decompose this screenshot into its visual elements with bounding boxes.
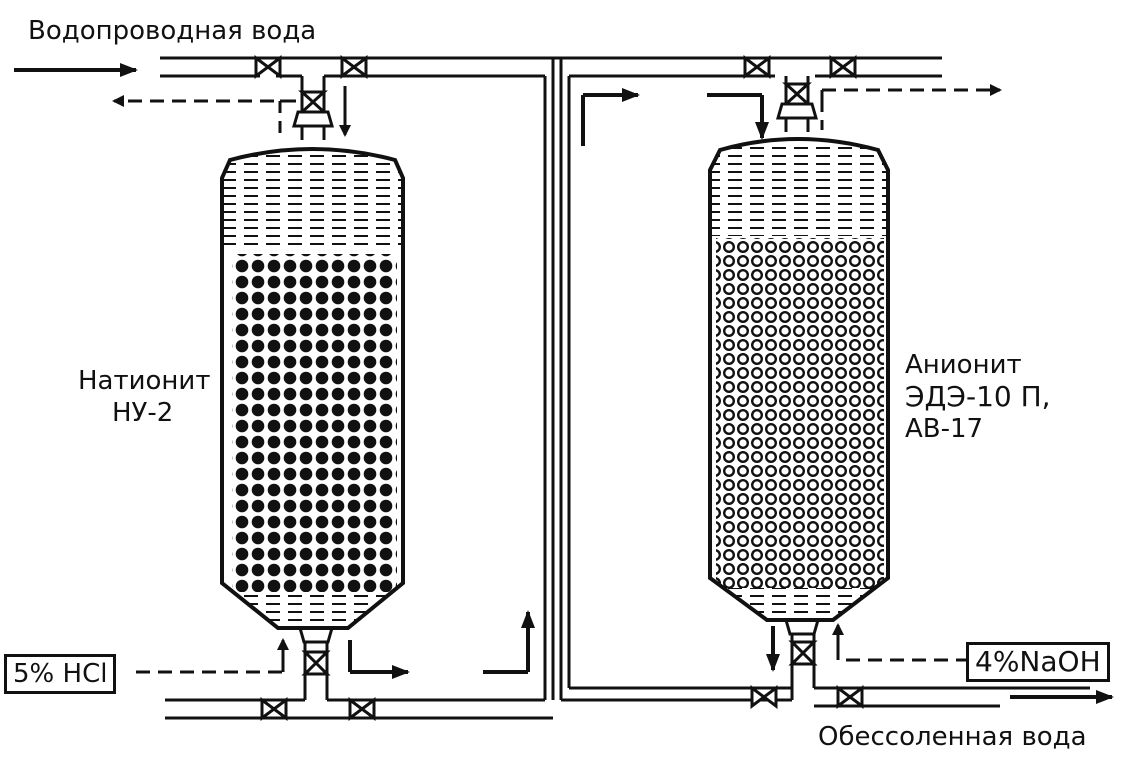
valve-bottom-left-2[interactable] — [348, 697, 376, 721]
cationite-label-line1: Натионит — [78, 366, 211, 396]
anionite-label-line2: ЭДЭ-10 П, — [905, 380, 1051, 413]
cationite-label-line2: НУ-2 — [112, 398, 174, 428]
tap-water-label: Водопроводная вода — [28, 16, 317, 46]
anionite-label-line3: АВ-17 — [905, 414, 984, 444]
valve-left-column-bottom[interactable] — [301, 650, 331, 676]
valves — [254, 55, 864, 721]
hcl-reagent-label: 5% HCl — [4, 654, 117, 694]
valve-top-right-1[interactable] — [743, 55, 771, 79]
demineralized-water-label: Обессоленная вода — [818, 722, 1087, 752]
central-pipes — [543, 58, 571, 700]
top-pipes — [160, 56, 942, 78]
valve-bottom-right-1[interactable] — [750, 685, 778, 709]
valve-top-right-2[interactable] — [829, 55, 857, 79]
naoh-reagent-label: 4%NaOH — [966, 642, 1110, 682]
anion-exchange-column — [708, 137, 890, 622]
valve-bottom-left-1[interactable] — [260, 697, 288, 721]
valve-top-left-1[interactable] — [254, 55, 282, 79]
valve-right-column-bottom[interactable] — [788, 640, 818, 666]
valve-right-column-top[interactable] — [782, 82, 812, 106]
valve-top-left-2[interactable] — [340, 55, 368, 79]
valve-bottom-right-2[interactable] — [836, 685, 864, 709]
flow-arrows — [14, 63, 1114, 704]
cation-exchange-column — [220, 147, 405, 630]
anionite-label-line1: Анионит — [905, 350, 1022, 380]
valve-left-column-top[interactable] — [298, 90, 328, 114]
